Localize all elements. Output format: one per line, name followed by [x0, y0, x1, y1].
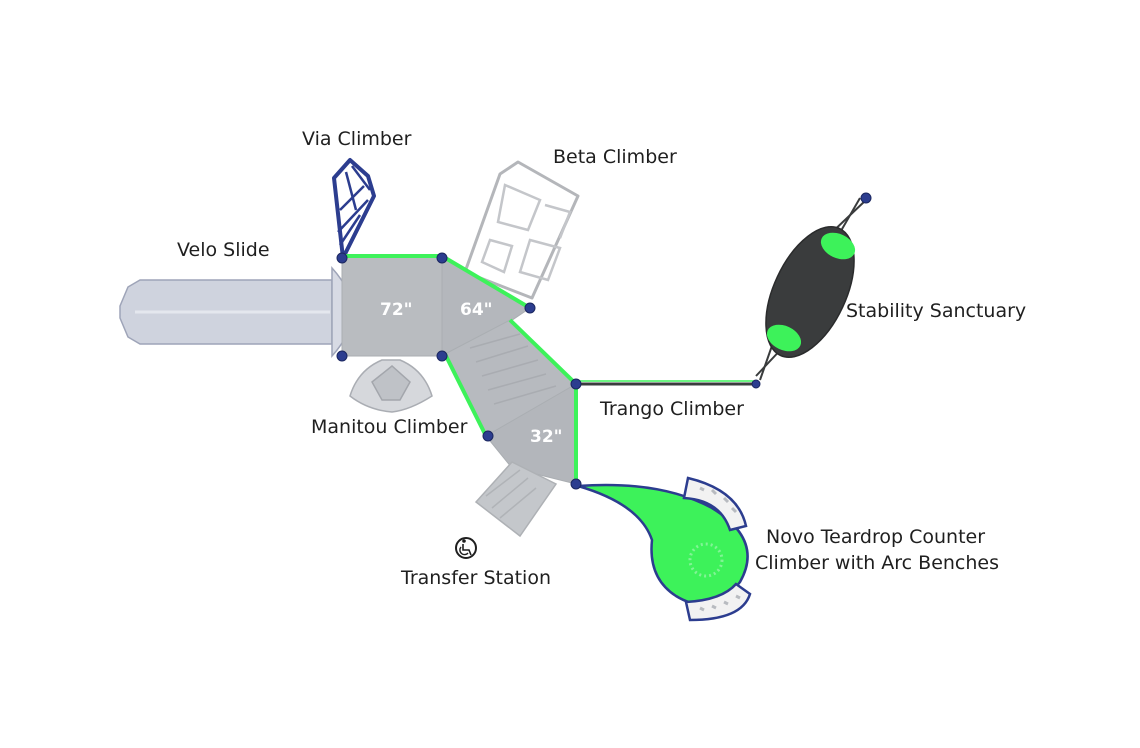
label-trango-climber: Trango Climber [600, 398, 744, 420]
stability-sanctuary [755, 197, 867, 381]
label-novo-line1: Novo Teardrop Counter [766, 526, 986, 548]
velo-slide [119, 266, 353, 358]
arc-bench-bottom [684, 582, 752, 622]
label-manitou-climber: Manitou Climber [311, 416, 468, 438]
deck-height-64: 64" [460, 300, 493, 320]
label-stability-sanctuary: Stability Sanctuary [846, 300, 1027, 322]
trango-climber [576, 380, 756, 386]
deck-height-32: 32" [530, 427, 563, 447]
label-transfer-station: Transfer Station [401, 567, 551, 589]
label-novo-line2: Climber with Arc Benches [755, 552, 1000, 574]
label-beta-climber: Beta Climber [553, 146, 677, 168]
posts [336, 192, 872, 490]
manitou-climber [349, 359, 433, 413]
label-via-climber: Via Climber [302, 128, 412, 150]
wheelchair-icon [455, 537, 477, 559]
label-velo-slide: Velo Slide [177, 239, 270, 261]
via-climber [332, 158, 376, 260]
deck-72 [341, 254, 443, 357]
deck-height-72: 72" [380, 300, 413, 320]
beta-climber [463, 160, 580, 300]
transfer-station-platform [474, 461, 558, 538]
arc-bench-top [682, 476, 748, 532]
